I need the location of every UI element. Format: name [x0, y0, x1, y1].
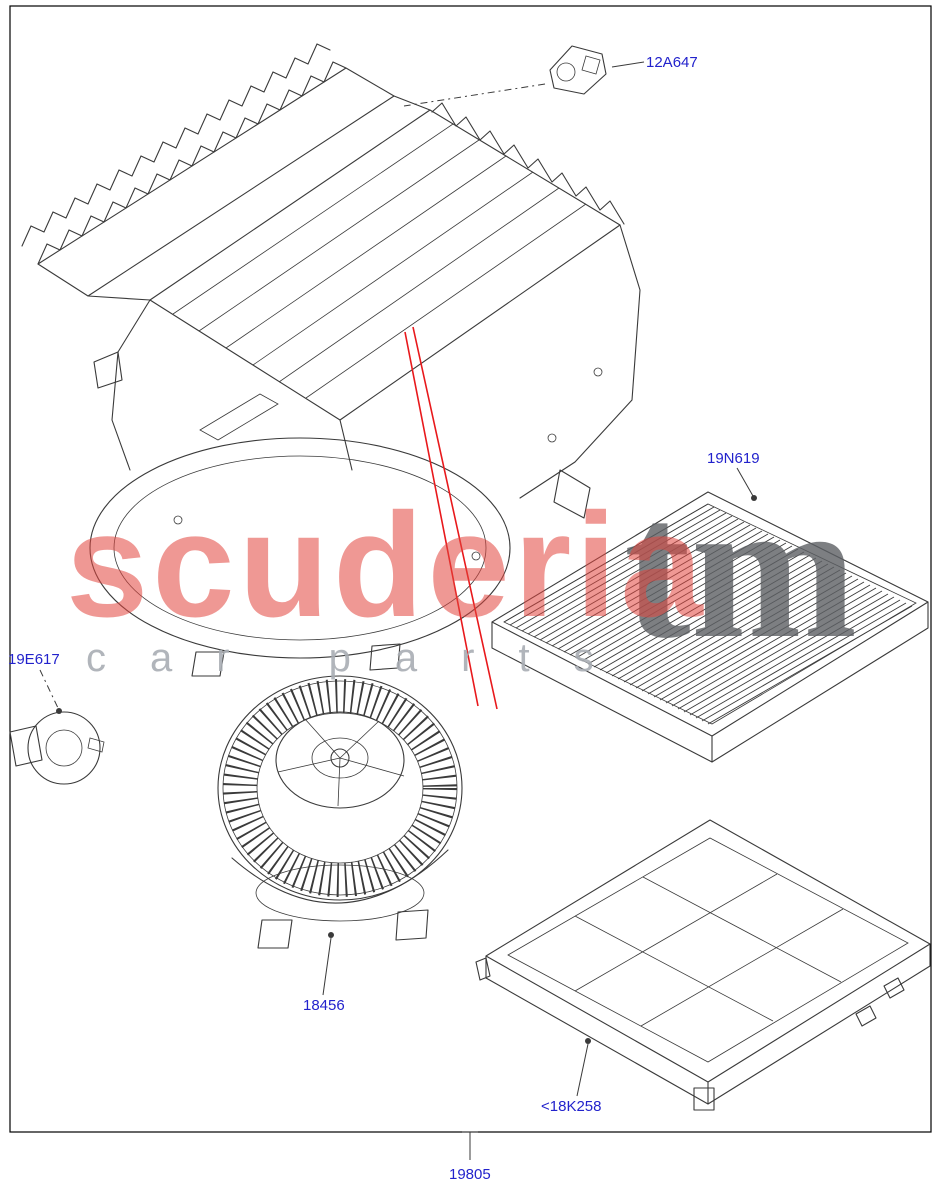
diagram-border [9, 5, 932, 1133]
part-label-18456[interactable]: 18456 [303, 997, 345, 1014]
cabin-filter-drawing [491, 491, 929, 763]
red-pointer-lines [404, 326, 498, 710]
part-label-12a647[interactable]: 12A647 [646, 54, 698, 71]
temperature-sensor-drawing [549, 45, 607, 95]
part-label-19805[interactable]: 19805 [449, 1166, 491, 1183]
actuator-drawing [9, 711, 105, 785]
part-label-18k258[interactable]: <18K258 [541, 1098, 602, 1115]
leader-lines [39, 61, 757, 1097]
blower-motor-drawing [217, 675, 463, 949]
filter-housing-drawing [475, 819, 931, 1111]
hvac-housing-drawing [21, 43, 641, 677]
assembly-bracket [462, 1131, 478, 1160]
part-label-19e617[interactable]: 19E617 [8, 651, 60, 668]
part-label-19n619[interactable]: 19N619 [707, 450, 760, 467]
